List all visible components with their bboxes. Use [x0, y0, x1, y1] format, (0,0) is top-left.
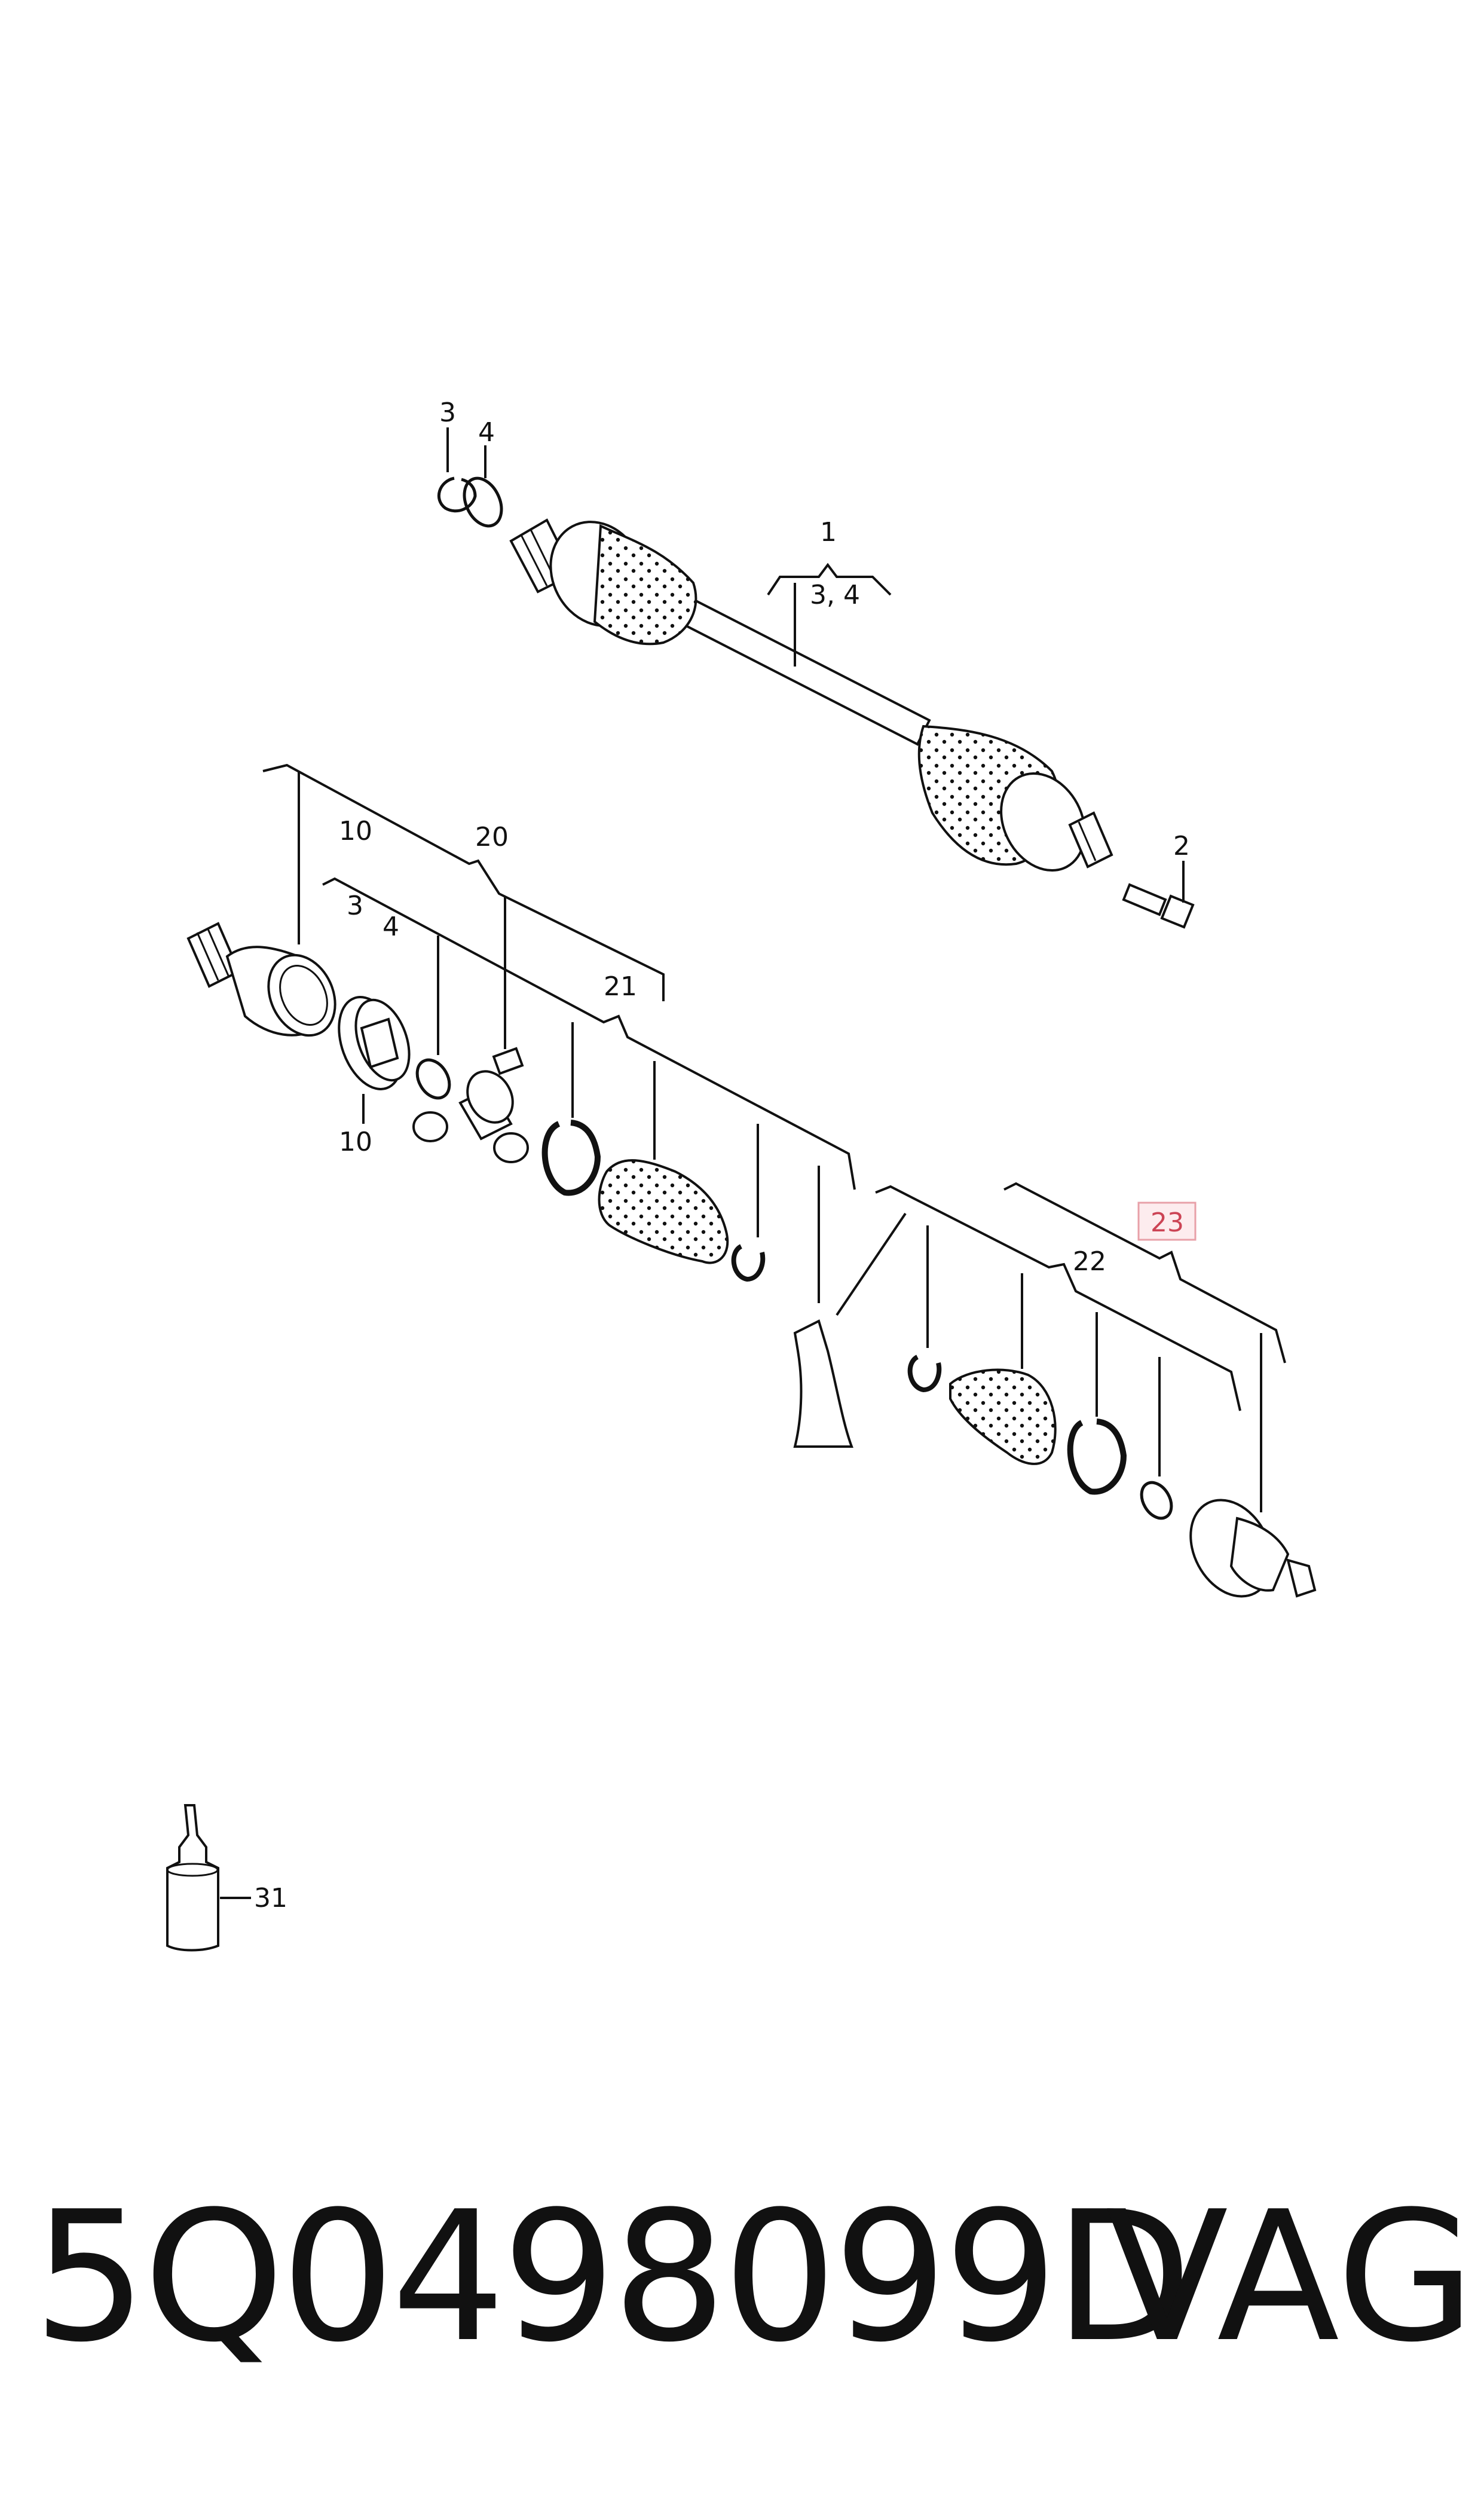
inner-boot[interactable]	[598, 1159, 729, 1264]
callout-31: 31	[254, 1883, 287, 1913]
callout-3-lower: 3	[347, 891, 363, 921]
callout-10-top: 10	[339, 816, 372, 846]
callout-4-top: 4	[478, 417, 495, 448]
grease-tube[interactable]	[793, 1319, 853, 1448]
brand-label: VAG	[1106, 2173, 1476, 2382]
part-number: 5Q0498099D	[33, 2173, 1192, 2382]
callout-23[interactable]: 23	[1151, 1207, 1184, 1238]
callout-23-highlight	[1137, 1202, 1197, 1241]
outer-boot[interactable]	[949, 1368, 1057, 1465]
sealant-bottle-31[interactable]	[166, 1804, 219, 1952]
callout-21: 21	[604, 971, 637, 1002]
callout-1: 1	[820, 517, 837, 548]
callout-3-top: 3	[439, 398, 456, 428]
circlip-3-top[interactable]	[437, 476, 477, 513]
callout-20: 20	[475, 822, 509, 852]
cover-plate-10[interactable]	[328, 988, 420, 1097]
band-clamp-21[interactable]	[541, 1120, 601, 1196]
drive-shaft-assembly[interactable]	[509, 505, 1113, 885]
callout-2: 2	[1173, 831, 1190, 861]
bolt-2[interactable]	[1122, 883, 1195, 929]
band-clamp-22[interactable]	[1067, 1419, 1127, 1495]
outer-joint-23[interactable]	[1174, 1486, 1317, 1610]
callout-22: 22	[1073, 1246, 1106, 1277]
callout-1-sub: 3, 4	[810, 580, 860, 610]
parts-diagram: 3 4 1 3, 4 2 10 20 3 4 21 10 22 23 31	[166, 398, 1317, 1952]
tripod-joint-20[interactable]	[412, 1047, 529, 1163]
inner-joint-housing[interactable]	[186, 922, 348, 1046]
small-clamp[interactable]	[731, 1244, 766, 1282]
circlip-3-lower[interactable]	[411, 1054, 456, 1104]
ring-4-top[interactable]	[457, 472, 509, 532]
ring-outer[interactable]	[1136, 1477, 1177, 1523]
small-clamp-outer[interactable]	[907, 1355, 942, 1393]
callout-4-lower: 4	[383, 912, 399, 942]
callout-10-lower: 10	[339, 1127, 372, 1157]
